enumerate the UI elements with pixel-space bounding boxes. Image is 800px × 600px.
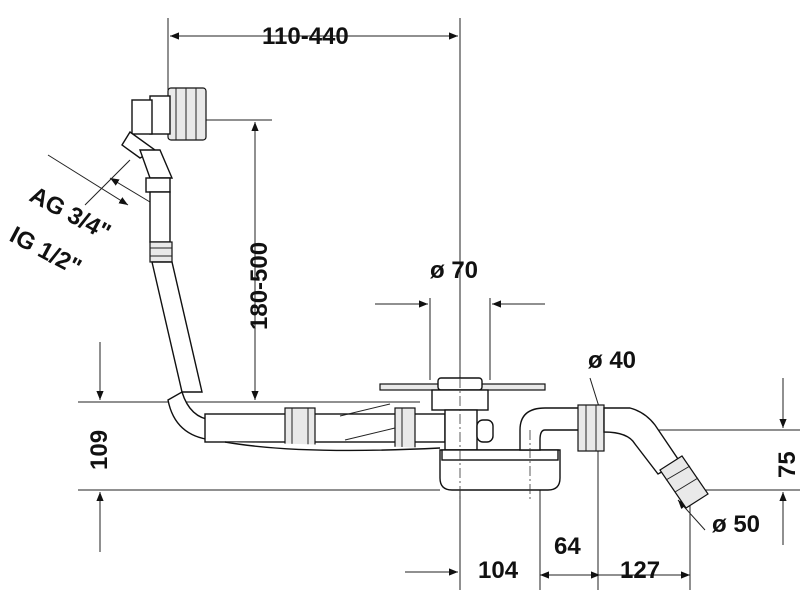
dim-drain-diameter: ø 70	[430, 257, 478, 284]
dim-vertical-height: 180-500	[246, 242, 273, 330]
dim-pipe-diameter: ø 50	[712, 511, 760, 538]
dim-top-width: 110-440	[262, 23, 349, 50]
outlet-pipe	[577, 404, 709, 509]
overflow-pipe	[139, 149, 213, 441]
dim-bottom-b: 64	[554, 533, 581, 560]
dim-bottom-c: 127	[620, 557, 660, 584]
dimension-lines	[47, 32, 787, 579]
dim-bottom-a: 104	[478, 557, 519, 584]
drain-trap	[379, 360, 581, 500]
connecting-pipe	[204, 403, 446, 452]
dim-left-height: 109	[86, 430, 113, 470]
overflow-head	[121, 87, 207, 159]
dim-right-height: 75	[774, 451, 800, 478]
dim-outlet-diameter: ø 40	[588, 347, 636, 374]
